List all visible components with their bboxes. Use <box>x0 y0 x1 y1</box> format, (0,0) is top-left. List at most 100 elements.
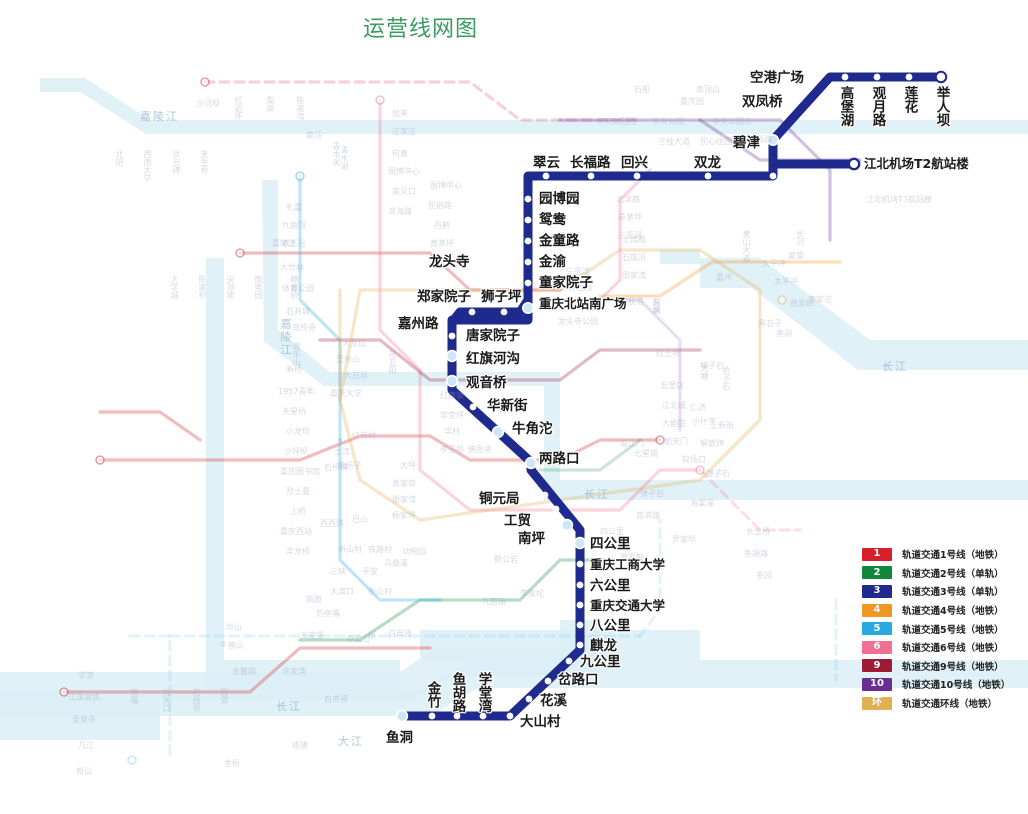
bg-station-label: 九宫庙 <box>482 597 506 606</box>
bg-station-label: 红旗坡 <box>440 391 464 400</box>
station-label[interactable]: 鱼洞 <box>386 730 413 746</box>
station-label[interactable]: 观音桥 <box>466 375 507 391</box>
bg-station-label: 三峡 <box>330 567 346 576</box>
bg-line-2 <box>298 438 642 642</box>
station-label[interactable]: 牛角沱 <box>512 421 553 437</box>
bg-station-label: 田家湾 <box>622 271 646 280</box>
bg-station-label: 四公里 <box>600 527 624 536</box>
bg-station-label: 学堂 <box>78 671 94 680</box>
station-label[interactable]: 金竹 <box>424 681 441 708</box>
station-label[interactable]: 江北机场T2航站楼 <box>864 156 969 171</box>
bg-station-label: 烈士墓 <box>286 487 310 496</box>
bg-station-label: 寸滩 <box>434 259 450 268</box>
bg-station-label: 石盛河 <box>622 253 646 262</box>
bg-station-label: 江津高铁 <box>68 693 100 702</box>
station-label[interactable]: 南坪 <box>518 531 545 547</box>
station-label[interactable]: 园博园 <box>539 191 580 207</box>
bg-station-label: 国博中心 <box>430 181 462 190</box>
bg-station-label: 民俗路 <box>428 201 452 210</box>
bg-station-label: 南顶山 <box>696 85 720 94</box>
station-label[interactable]: 狮子坪 <box>481 289 522 305</box>
legend-row[interactable]: 环轨道交通环线（地铁） <box>862 694 1028 713</box>
bg-station-label: 袁家岗 <box>392 479 416 488</box>
bg-station-label: 罗家坝 <box>620 553 644 562</box>
station-label[interactable]: 华新街 <box>487 398 528 414</box>
bg-station-label: 跳蹬 <box>306 595 322 604</box>
bg-station-label: 微电园 <box>254 275 263 299</box>
bg-station-label: 佛图关 <box>468 445 492 454</box>
bg-station-label: 天堂堡 <box>300 631 324 640</box>
station-label[interactable]: 长福路 <box>570 155 611 171</box>
station-label[interactable]: 两路口 <box>539 451 580 467</box>
station-label[interactable]: 铜元局 <box>479 491 520 507</box>
station-label[interactable]: 郑家院子 <box>417 289 471 305</box>
station-label[interactable]: 观月路 <box>869 86 886 127</box>
bg-station-label: 复盛 <box>788 251 804 260</box>
bg-station-label: 大学城 <box>170 275 179 299</box>
bg-station-label: 牛鹿山 <box>220 641 244 650</box>
station-label[interactable]: 童家院子 <box>539 275 593 291</box>
station-label[interactable]: 学堂湾 <box>475 672 492 713</box>
bg-station-label: 金桥 <box>224 759 240 768</box>
station-label[interactable]: 金渝 <box>539 254 566 270</box>
river-label: 大江 <box>338 735 364 748</box>
station-label[interactable]: 空港广场 <box>750 70 804 86</box>
station-label[interactable]: 四公里 <box>590 536 631 552</box>
station-label[interactable]: 碧津 <box>733 135 760 151</box>
bg-station-label: 谢家湾 <box>392 495 416 504</box>
station-label[interactable]: 双龙 <box>694 155 721 171</box>
station-label[interactable]: 麒龙 <box>590 638 617 654</box>
bg-line-4 <box>558 260 842 302</box>
station-label[interactable]: 工贸 <box>504 513 531 529</box>
station-label[interactable]: 鸳鸯 <box>539 212 566 228</box>
bg-station-label: 大坪 <box>400 461 416 470</box>
bg-station-label: 北碚 <box>115 150 124 166</box>
station-label[interactable]: 莲花 <box>901 86 918 113</box>
bg-station-label: 民心佳园 <box>700 137 732 146</box>
station-label[interactable]: 回兴 <box>621 155 648 171</box>
station-label[interactable]: 重庆交通大学 <box>590 598 666 613</box>
station-label[interactable]: 嘉州路 <box>398 316 439 332</box>
station-label[interactable]: 重庆北站南广场 <box>539 296 627 311</box>
bg-station-label: 大龙山 <box>342 339 366 348</box>
station-label[interactable]: 红旗河沟 <box>466 351 520 367</box>
station-label[interactable]: 金童路 <box>539 233 580 249</box>
station-label[interactable]: 岔路口 <box>558 672 599 688</box>
bg-station-label: 北滨路 <box>616 195 640 204</box>
station-label[interactable]: 高堡湖 <box>837 86 854 127</box>
station-label[interactable]: 翠云 <box>533 155 560 171</box>
station-label[interactable]: 重庆工商大学 <box>590 557 666 572</box>
legend-line-badge: 2 <box>862 566 892 580</box>
station-label[interactable]: 龙头寺 <box>429 254 470 270</box>
station-label[interactable]: 双凤桥 <box>742 94 783 110</box>
bg-station-label: 中央公园东 <box>712 117 752 126</box>
station-label[interactable]: 花溪 <box>540 693 567 709</box>
line3-station-markers <box>395 70 948 723</box>
bg-station-label: 龙头寺公园 <box>558 317 598 326</box>
station-label[interactable]: 八公里 <box>590 618 631 634</box>
station-label[interactable]: 鱼胡路 <box>449 672 466 713</box>
legend-line-badge: 6 <box>862 640 892 654</box>
bg-station-label: 白市驿 <box>388 629 412 638</box>
station-label[interactable]: 举人坝 <box>933 86 950 127</box>
bg-station-label: 欢乐谷 <box>282 239 306 248</box>
river-label: 嘉陵江 <box>279 318 292 357</box>
station-label[interactable]: 唐家院子 <box>466 328 520 344</box>
bg-station-label: 丁香路 <box>748 135 772 144</box>
legend-line-badge: 4 <box>862 603 892 617</box>
bg-station-label: 高义口 <box>392 187 416 196</box>
station-label[interactable]: 大山村 <box>520 714 561 730</box>
bg-station-label: 重庆大学 <box>330 389 362 398</box>
legend-line-badge: 3 <box>862 584 892 598</box>
bg-station-label: 中央公园 <box>652 117 684 126</box>
station-label[interactable]: 九公里 <box>580 654 621 670</box>
station-label[interactable]: 六公里 <box>590 578 631 594</box>
